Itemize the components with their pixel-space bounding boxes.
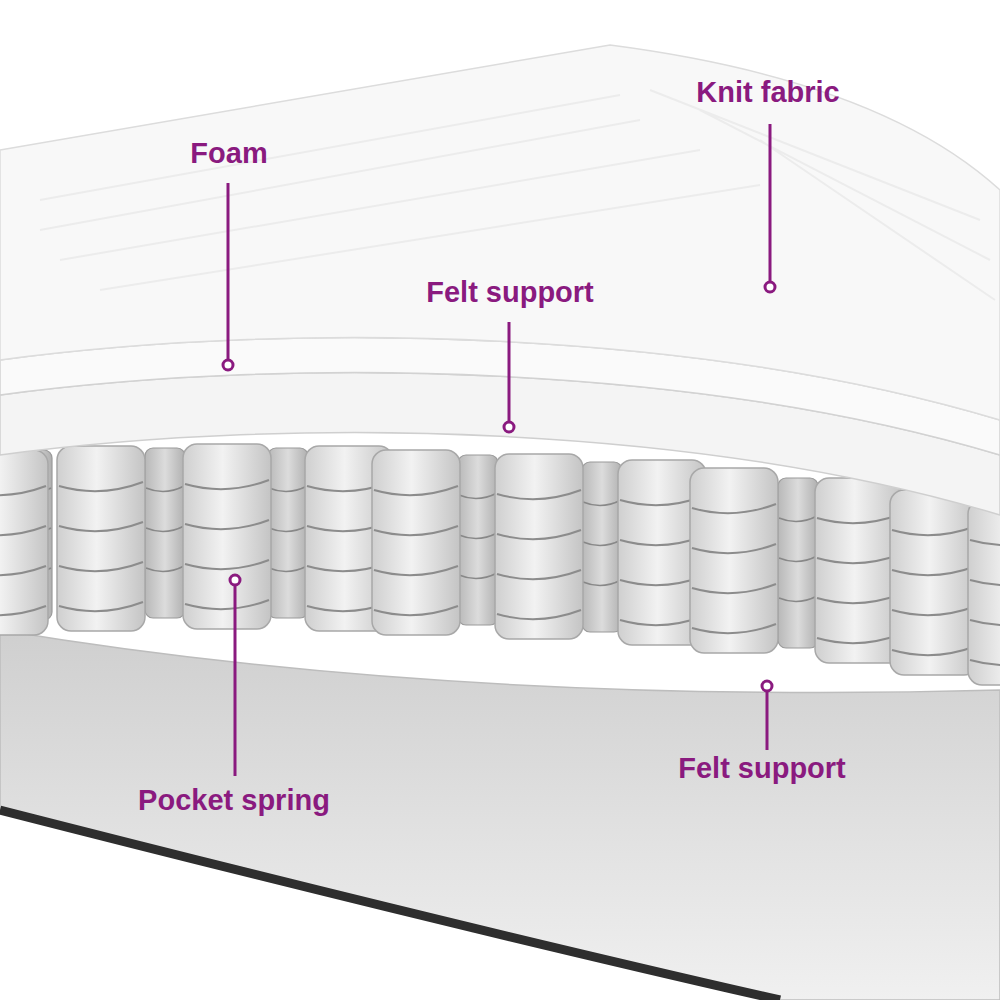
part-label: Pocket spring (138, 784, 330, 817)
part-label: Knit fabric (696, 76, 839, 109)
part-label: Felt support (426, 276, 594, 309)
leader-lines (223, 124, 775, 776)
part-label: Foam (190, 137, 267, 170)
part-label: Felt support (678, 752, 846, 785)
